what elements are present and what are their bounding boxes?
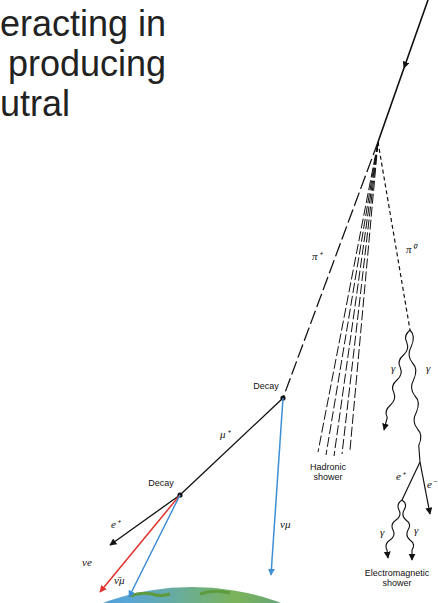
neutrino-track [100,495,180,592]
decay-label: Decay [252,381,280,391]
muon-track [180,398,283,495]
particle-label: γ [380,526,384,538]
slide-text: eracting in [0,4,166,44]
photon-track [386,500,402,558]
particle-label: γ [391,362,395,374]
earth-land [130,591,230,596]
decay-label: Decay [147,478,175,488]
primary-track [378,0,428,142]
particle-label: e⁺ [111,518,120,530]
neutral-pion-track [378,142,410,330]
shower-label: Hadronic shower [300,462,356,482]
slide-text: producing [8,44,166,84]
particle-label: νμ [280,518,290,530]
particle-label: ν̄μ [114,574,124,586]
neutrino-track [271,398,283,575]
particle-label: νe [82,556,92,568]
particle-label: π⁰ [406,243,416,255]
photon-track [409,330,421,462]
slide-text: utral [0,84,70,124]
particle-label: γ [414,524,418,536]
photon-track [402,500,414,560]
neutrino-track [129,495,180,597]
shower-label: Electromagnetic shower [358,568,436,588]
particle-label: μ⁺ [220,428,230,440]
earth [0,587,407,603]
particle-label: e⁻ [427,478,436,490]
hadronic-tracks [318,142,378,456]
particle-label: π⁺ [312,250,322,262]
photon-track [384,330,410,430]
particle-label: e⁺ [396,470,405,482]
particle-label: γ [426,362,430,374]
pion-track [283,142,378,398]
